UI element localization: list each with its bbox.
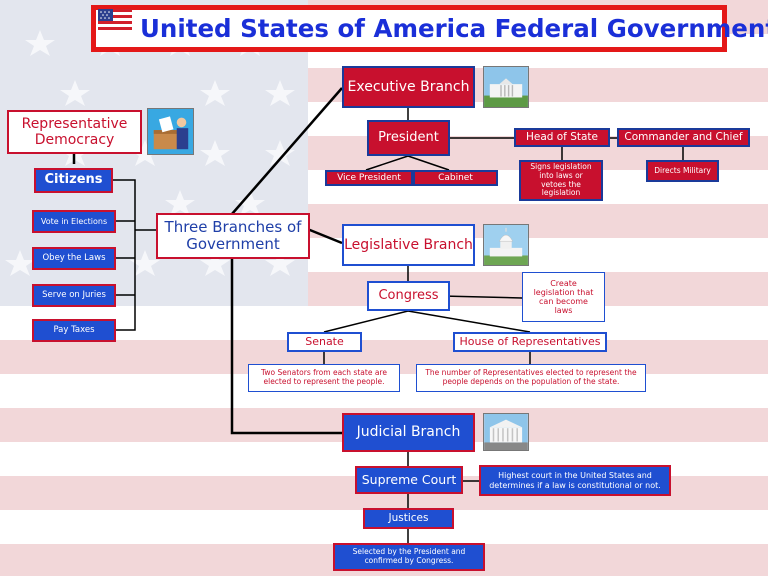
representative-democracy-box: Representative Democracy — [7, 110, 142, 154]
justices-box: Justices — [363, 508, 454, 529]
cabinet-box: Cabinet — [413, 170, 498, 186]
senate-box: Senate — [287, 332, 362, 352]
commander-box: Commander and Chief — [617, 128, 750, 147]
congress-note: Create legislation that can become laws — [522, 272, 605, 322]
judicial-branch-box: Judicial Branch — [342, 413, 475, 452]
head-of-state-note: Signs legislation into laws or vetoes th… — [519, 160, 603, 201]
duty-obey-box: Obey the Laws — [32, 247, 116, 270]
ballot-box-icon — [147, 108, 194, 155]
supreme-court-note: Highest court in the United States and d… — [479, 465, 671, 496]
capitol-icon — [483, 224, 529, 266]
house-note: The number of Representatives elected to… — [416, 364, 646, 392]
president-box: President — [367, 120, 450, 156]
executive-branch-box: Executive Branch — [342, 66, 475, 108]
white-house-icon — [483, 66, 529, 108]
congress-box: Congress — [367, 281, 450, 311]
head-of-state-box: Head of State — [514, 128, 610, 147]
title-banner: United States of America Federal Governm… — [91, 5, 768, 52]
supreme-court-box: Supreme Court — [355, 466, 463, 494]
page-title: United States of America Federal Governm… — [140, 14, 768, 43]
three-branches-box: Three Branches of Government — [156, 213, 310, 259]
us-flag-icon — [98, 9, 132, 30]
commander-note: Directs Military — [646, 160, 719, 182]
supreme-court-icon — [483, 413, 529, 451]
house-box: House of Representatives — [453, 332, 607, 352]
duty-taxes-box: Pay Taxes — [32, 319, 116, 342]
duty-juries-box: Serve on Juries — [32, 284, 116, 307]
senate-note: Two Senators from each state are elected… — [248, 364, 400, 392]
citizens-box: Citizens — [34, 168, 113, 193]
duty-vote-box: Vote in Elections — [32, 210, 116, 233]
legislative-branch-box: Legislative Branch — [342, 224, 475, 266]
vice-president-box: Vice President — [325, 170, 413, 186]
justices-note: Selected by the President and confirmed … — [333, 543, 485, 571]
